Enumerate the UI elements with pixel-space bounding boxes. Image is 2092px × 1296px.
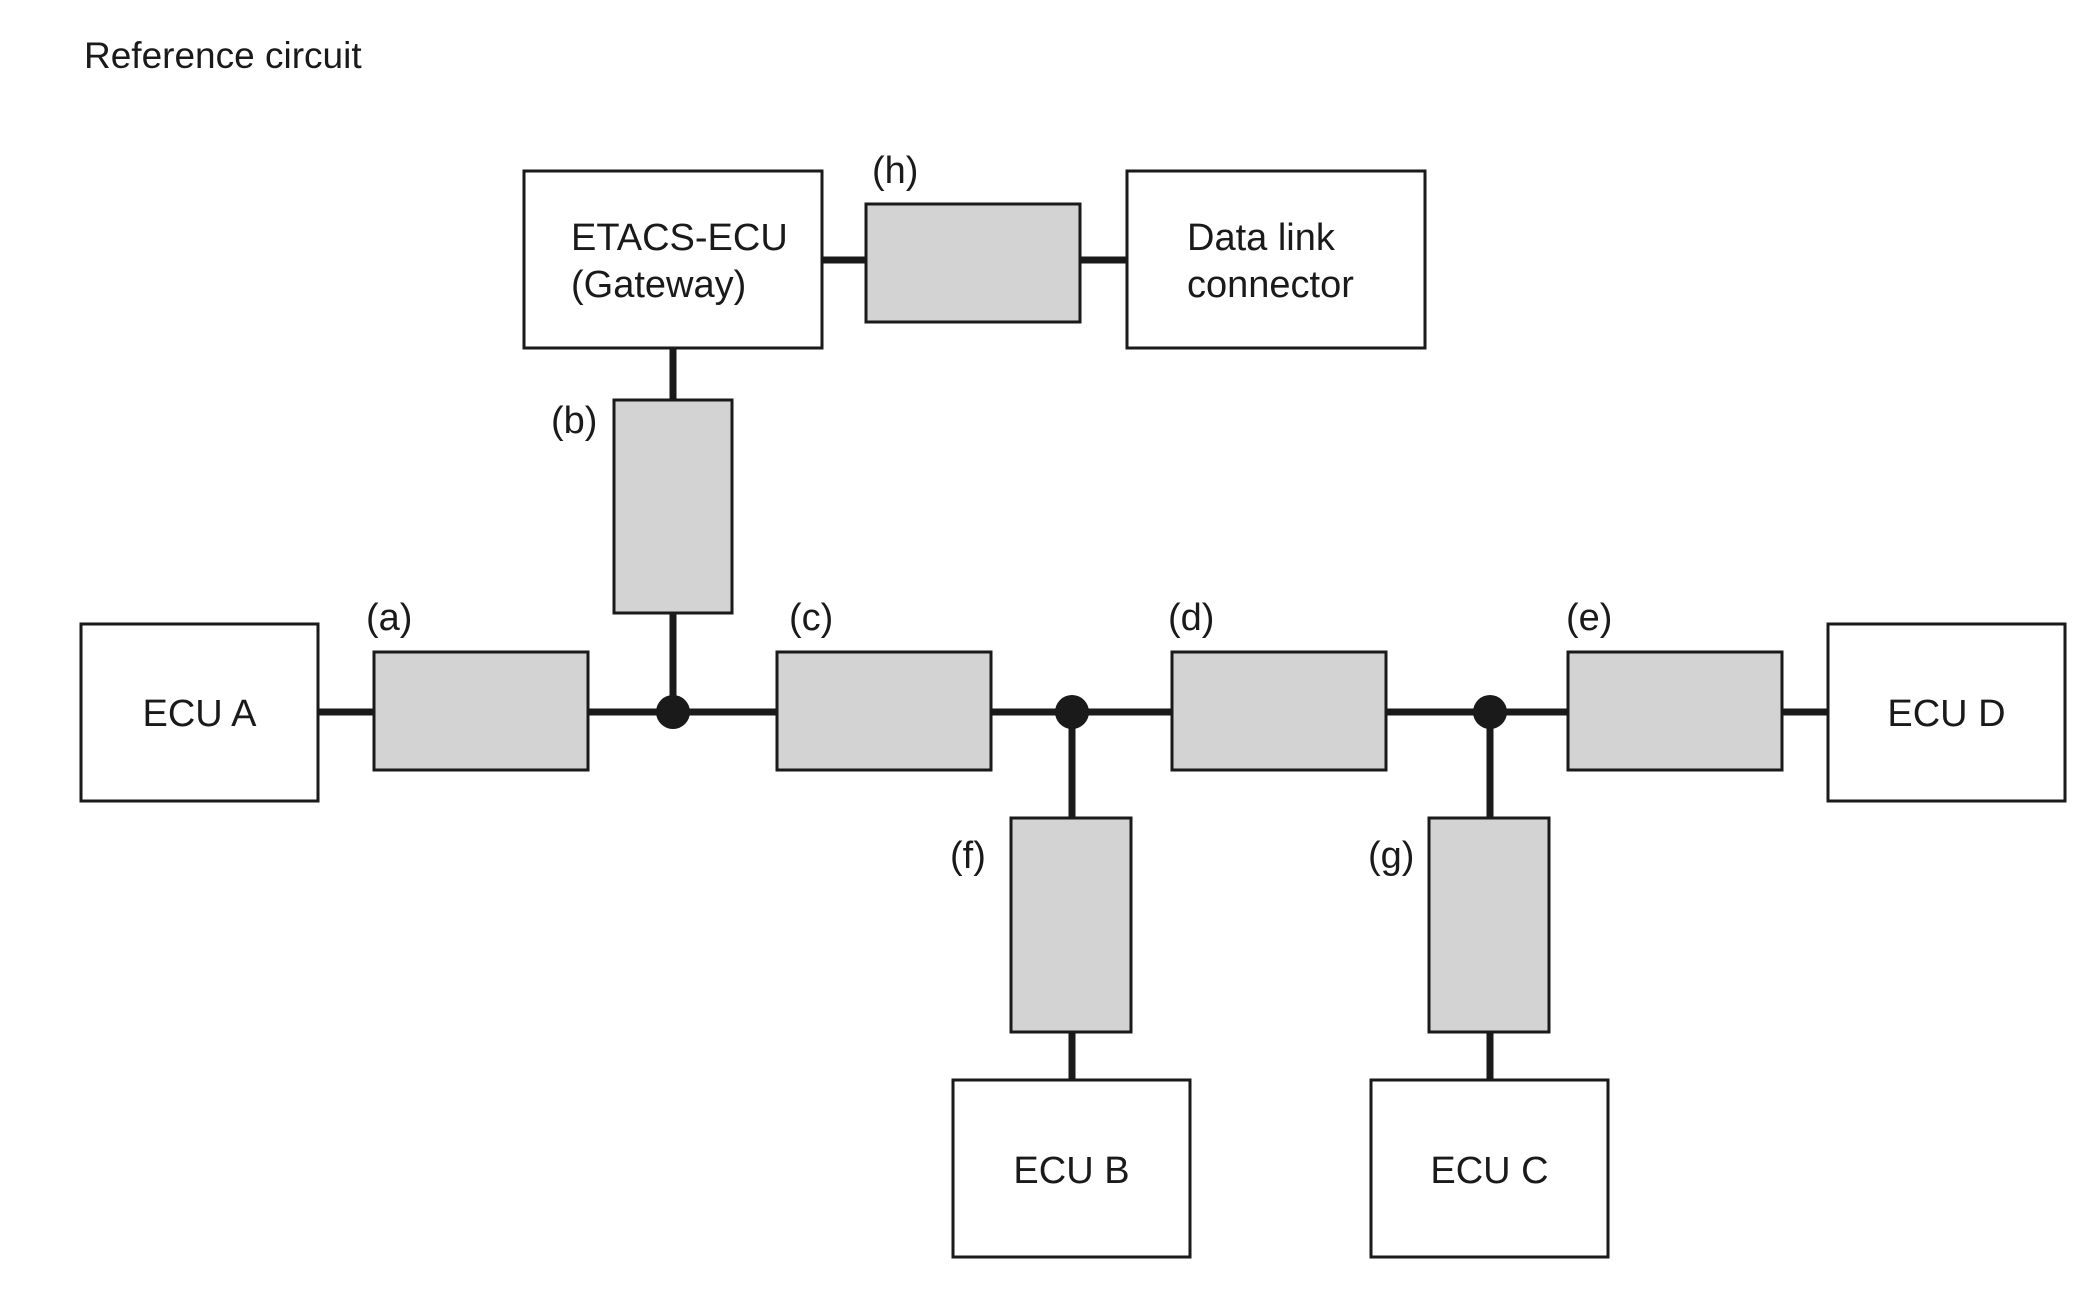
etacs-ecu-box [522, 169, 824, 350]
segment-c: (c) [775, 597, 993, 772]
segment-d: (d) [1168, 597, 1388, 772]
segment-d-label: (d) [1168, 597, 1214, 639]
segment-h-block [864, 202, 1082, 324]
segment-a: (a) [366, 597, 590, 772]
ecu-d-box [1826, 622, 2067, 803]
junctions [656, 695, 1507, 729]
etacs-ecu-label-line1: ETACS-ECU [571, 217, 788, 259]
ecu-a-node: ECU A [79, 622, 320, 803]
segment-g: (g) [1368, 816, 1551, 1034]
ecu-b-box [951, 1078, 1192, 1259]
ecu-c-label: ECU C [1430, 1150, 1548, 1192]
data-link-connector-box [1125, 169, 1427, 350]
segment-h-label: (h) [872, 150, 918, 192]
segment-c-label: (c) [789, 597, 833, 639]
segment-c-block [775, 650, 993, 772]
etacs-ecu-node: ETACS-ECU (Gateway) [522, 169, 824, 350]
junction-gateway [656, 695, 690, 729]
segment-e-label: (e) [1566, 597, 1612, 639]
segment-g-block [1427, 816, 1551, 1034]
segment-b-block [612, 398, 734, 615]
segment-b-label: (b) [551, 400, 597, 442]
data-link-connector-node: Data link connector [1125, 169, 1427, 350]
ecu-b-node: ECU B [951, 1078, 1192, 1259]
ecu-c-node: ECU C [1369, 1078, 1610, 1259]
junction-ecu-b [1055, 695, 1089, 729]
diagram-title: Reference circuit [84, 35, 362, 76]
segment-f: (f) [950, 816, 1133, 1034]
segment-h: (h) [864, 150, 1082, 324]
ecu-b-label: ECU B [1013, 1150, 1129, 1192]
segment-f-block [1009, 816, 1133, 1034]
segment-d-block [1170, 650, 1388, 772]
ecu-d-node: ECU D [1826, 622, 2067, 803]
ecu-a-label: ECU A [142, 693, 257, 735]
segment-a-label: (a) [366, 597, 412, 639]
segment-e-block [1566, 650, 1784, 772]
ecu-c-box [1369, 1078, 1610, 1259]
segment-g-label: (g) [1368, 835, 1414, 877]
segment-e: (e) [1566, 597, 1784, 772]
ecu-d-label: ECU D [1887, 693, 2005, 735]
ecu-a-box [79, 622, 320, 803]
segment-f-label: (f) [950, 835, 986, 877]
segment-a-block [372, 650, 590, 772]
data-link-connector-label-line1: Data link [1187, 217, 1336, 259]
data-link-connector-label-line2: connector [1187, 264, 1354, 306]
etacs-ecu-label-line2: (Gateway) [571, 264, 746, 306]
segment-b: (b) [551, 398, 734, 615]
junction-ecu-c [1473, 695, 1507, 729]
